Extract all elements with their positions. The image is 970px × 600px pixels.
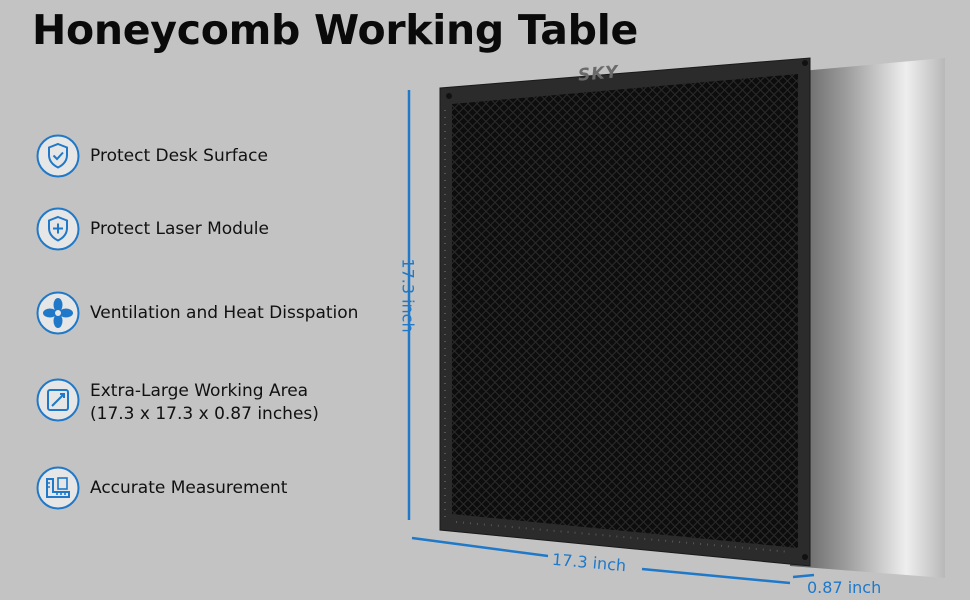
- feature-label: Protect Desk Surface: [90, 146, 268, 166]
- height-dimension-label: 17.3 inch: [398, 258, 418, 333]
- feature-label: Protect Laser Module: [90, 219, 269, 239]
- brand-logo: SKY: [577, 62, 620, 86]
- honeycomb-mesh: [452, 74, 798, 548]
- feature-accurate-measurement: Accurate Measurement: [36, 466, 396, 510]
- measure-area-icon: [36, 378, 80, 422]
- page-title: Honeycomb Working Table: [32, 6, 638, 54]
- depth-dimension-label: 0.87 inch: [807, 578, 882, 597]
- shield-check-icon: [36, 134, 80, 178]
- feature-protect-desk: Protect Desk Surface: [36, 134, 396, 178]
- feature-sublabel: (17.3 x 17.3 x 0.87 inches): [90, 403, 319, 424]
- feature-label: Accurate Measurement: [90, 478, 288, 498]
- shield-plus-icon: [36, 207, 80, 251]
- depth-dimension-line: [792, 573, 815, 579]
- width-dimension-line: [411, 536, 549, 558]
- feature-label: Ventilation and Heat Disspation: [90, 303, 359, 323]
- feature-ventilation: Ventilation and Heat Disspation: [36, 291, 396, 335]
- feature-protect-laser: Protect Laser Module: [36, 207, 396, 251]
- steel-plate: [790, 58, 945, 578]
- feature-working-area: Extra-Large Working Area (17.3 x 17.3 x …: [36, 378, 396, 424]
- feature-label: Extra-Large Working Area: [90, 381, 309, 401]
- ruler-icon: [36, 466, 80, 510]
- fan-icon: [36, 291, 80, 335]
